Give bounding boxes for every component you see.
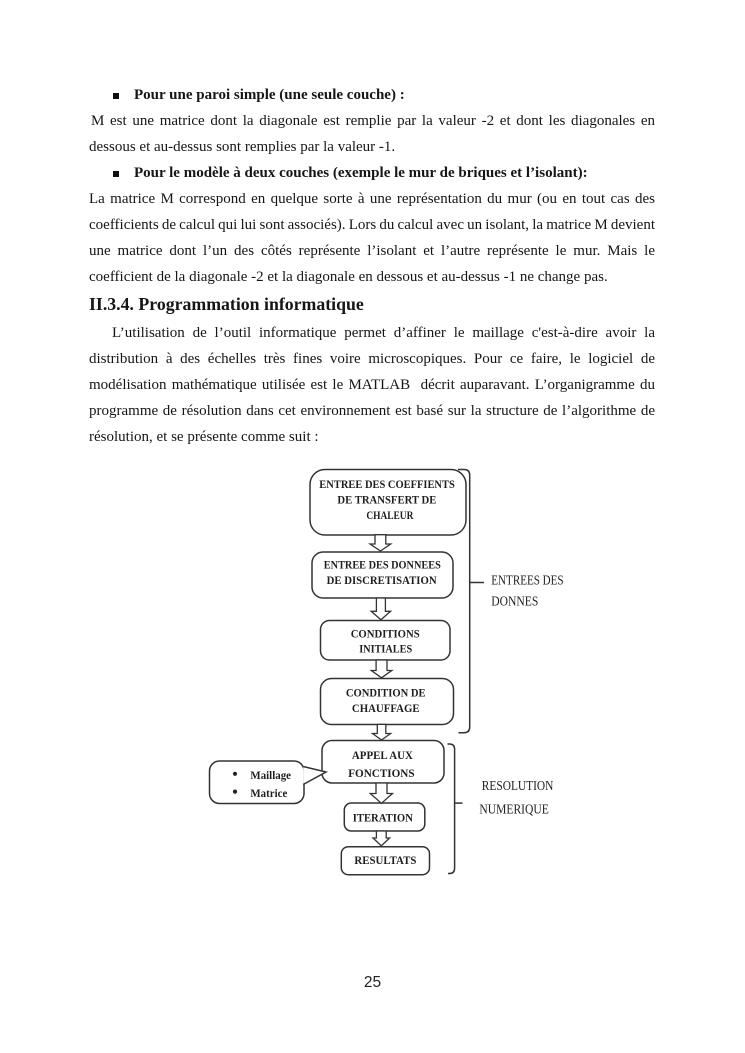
svg-text:CONDITIONS: CONDITIONS xyxy=(351,629,420,641)
svg-text:ENTREES DES: ENTREES DES xyxy=(491,573,563,588)
svg-text:FONCTIONS: FONCTIONS xyxy=(348,768,414,780)
svg-text:DE DISCRETISATION: DE DISCRETISATION xyxy=(327,575,438,587)
svg-text:RESOLUTION: RESOLUTION xyxy=(482,778,554,793)
svg-text:ITERATION: ITERATION xyxy=(353,813,414,825)
svg-text:INITIALES: INITIALES xyxy=(359,644,412,656)
svg-text:APPEL AUX: APPEL AUX xyxy=(352,750,414,762)
svg-text:NUMERIQUE: NUMERIQUE xyxy=(479,801,548,816)
svg-text:CHAUFFAGE: CHAUFFAGE xyxy=(352,703,420,715)
svg-text:DE TRANSFERT DE: DE TRANSFERT DE xyxy=(337,494,436,506)
svg-text:Maillage: Maillage xyxy=(250,770,291,782)
svg-text:RESULTATS: RESULTATS xyxy=(354,855,416,867)
svg-text:CHALEUR: CHALEUR xyxy=(366,510,414,522)
svg-text:CONDITION DE: CONDITION DE xyxy=(346,688,426,700)
svg-text:Matrice: Matrice xyxy=(250,788,287,800)
svg-text:ENTREE DES COEFFIENTS: ENTREE DES COEFFIENTS xyxy=(319,479,455,491)
svg-text:DONNES: DONNES xyxy=(491,593,538,608)
svg-text:ENTREE DES DONNEES: ENTREE DES DONNEES xyxy=(324,560,441,572)
